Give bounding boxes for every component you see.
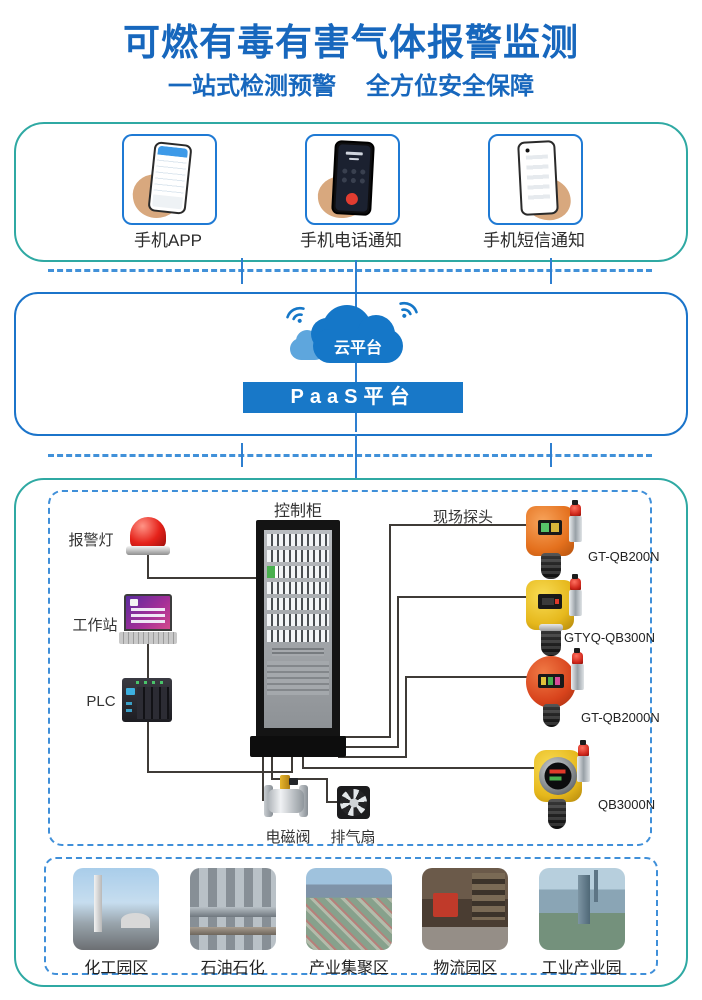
park-label: 产业集聚区 [308,960,389,977]
plc-label: PLC [86,693,116,710]
sms-message-lines [525,154,551,204]
cabinet-base [250,736,346,757]
field-probes-label: 现场探头 [432,509,493,526]
alarm-light-label: 报警灯 [68,532,114,549]
connector-tick [241,443,243,467]
app-screen [151,145,189,211]
dial-key-icon [342,168,348,174]
page-title: 可燃有毒有害气体报警监测 [123,22,579,63]
detector-sensor-cone [541,553,561,579]
connector-tick [550,258,552,284]
park-item: 石油石化 [189,868,277,978]
dial-key-icon [360,169,366,175]
detector-beacon-icon [569,500,582,542]
cabinet-label: 控制柜 [273,503,322,520]
dial-key-icon [341,177,348,183]
alarm-light-icon [126,517,170,555]
control-system-group [48,490,652,846]
subtitle-right: 全方位安全保障 [366,73,534,100]
connector-tick [241,258,243,284]
detector-beacon-icon [569,574,582,616]
detector-model-label: GTYQ-QB300N [564,630,656,645]
paas-platform-bar: PaaS平台 [243,382,463,413]
gas-detector-gtyq-qb300n-icon [526,580,574,630]
cloud-platform-label: 云平台 [333,340,382,357]
hangup-button-icon [345,192,359,206]
caller-text-line [348,157,360,161]
notify-label-call: 手机电话通知 [300,231,402,250]
chemical-park-photo [73,868,160,950]
notify-label-sms: 手机短信通知 [483,231,585,250]
gas-detector-qb3000n-icon [534,750,582,802]
application-sites-row: 化工园区 石油石化 产业集聚区 物流园区 工业产业园 [44,857,654,977]
page-subtitle: 一站式检测预警 全方位安全保障 [0,66,702,101]
exhaust-fan-icon [337,786,370,819]
fan-label: 排气扇 [330,829,376,846]
call-screen [335,144,371,212]
dial-key-icon [359,178,365,184]
valve-label: 电磁阀 [265,829,311,846]
gas-detector-gt-qb2000n-icon [526,656,576,708]
park-label: 物流园区 [433,960,498,977]
phone-app-card [122,134,217,225]
subtitle-left: 一站式检测预警 [168,73,336,100]
sms-screen [521,144,555,212]
caller-text-line [345,151,363,156]
application-sites-group [44,857,658,975]
dial-key-icon [351,168,357,175]
detector-model-label: GT-QB2000N [581,710,660,725]
park-label: 石油石化 [200,960,265,977]
detector-sensor-cone [539,624,563,656]
connector-center-line [355,260,357,294]
app-table-rows [153,154,188,198]
logistics-park-photo [422,868,509,950]
platform-center-line [355,294,357,432]
workstation-laptop-icon [119,594,177,644]
connector-tick [550,443,552,467]
park-item: 产业集聚区 [305,868,393,978]
control-cabinet [256,520,340,738]
phone-sms-card [488,134,583,225]
phone-call-illustration [331,140,375,216]
detector-sensor-cone [548,799,566,829]
industry-cluster-photo [305,868,392,950]
park-item: 工业产业园 [538,868,626,978]
app-footer [151,194,184,210]
dashed-connector-top [48,269,652,272]
connector-center-line [355,434,357,478]
industrial-park-photo [538,868,625,950]
wifi-signal-icon [286,306,305,323]
solenoid-valve-icon [264,775,308,825]
phone-app-illustration [147,141,193,215]
phone-sms-illustration [517,140,559,216]
detector-beacon-icon [577,740,590,782]
phone-call-card [305,134,400,225]
park-item: 物流园区 [421,868,509,978]
detector-sensor-cone [543,704,560,727]
dial-key-icon [350,177,356,184]
detector-model-label: GT-QB200N [588,549,660,564]
petrochemical-photo [189,868,276,950]
park-label: 工业产业园 [541,960,622,977]
dashed-connector-bottom [48,454,652,457]
park-item: 化工园区 [72,868,160,978]
camera-dot-icon [525,148,530,153]
gas-detector-gt-qb200n-icon [526,506,574,556]
plc-device-icon [122,678,172,722]
detector-model-label: QB3000N [598,797,656,812]
detector-beacon-icon [571,648,584,690]
workstation-label: 工作站 [72,617,118,634]
park-label: 化工园区 [84,960,149,977]
wifi-signal-icon [399,301,418,318]
notify-label-app: 手机APP [133,231,203,250]
